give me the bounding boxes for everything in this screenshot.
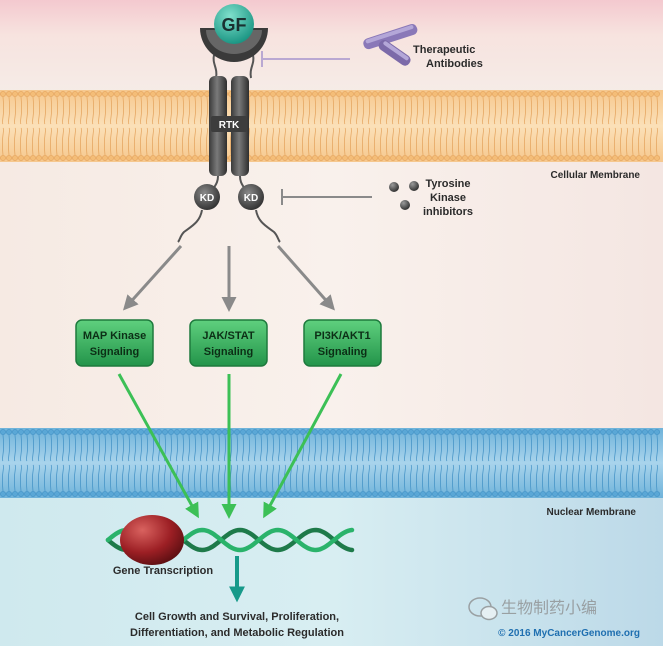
kinase-domain-right: KD	[238, 184, 264, 210]
antibody-inhibition-line	[261, 51, 350, 67]
rtk-receptor: RTK	[209, 54, 255, 193]
svg-text:KD: KD	[244, 193, 258, 204]
cellular-membrane	[0, 90, 663, 162]
green-arrow-pi3k-akt1	[263, 373, 343, 519]
arrow-to-map-kinase	[122, 244, 183, 311]
green-arrow-map-kinase	[117, 373, 199, 519]
kd-right-tail	[255, 209, 281, 243]
nuclear-membrane-label: Nuclear Membrane	[547, 507, 637, 518]
antibodies-label-line1: Therapeutic	[413, 44, 475, 56]
rtk-label: RTK	[219, 120, 240, 131]
svg-text:Signaling: Signaling	[318, 346, 368, 358]
svg-text:Signaling: Signaling	[90, 346, 140, 358]
arrow-to-pi3k-akt1	[276, 245, 335, 311]
kinase-domain-left: KD	[194, 184, 220, 210]
outcome-label-line1: Cell Growth and Survival, Proliferation,	[135, 611, 339, 623]
pathway-map-kinase: MAP Kinase Signaling	[75, 319, 154, 367]
antibodies-label-line2: Antibodies	[426, 58, 483, 70]
gf-ball	[214, 4, 254, 44]
pathway-pi3k-akt1: PI3K/AKT1 Signaling	[303, 319, 382, 367]
nucleus-background	[0, 495, 663, 646]
svg-text:PI3K/AKT1: PI3K/AKT1	[314, 330, 370, 342]
copyright-label: © 2016 MyCancerGenome.org	[498, 628, 640, 639]
svg-text:Signaling: Signaling	[204, 346, 254, 358]
gene-transcription-label: Gene Transcription	[113, 565, 214, 577]
polymerase-ball	[120, 515, 184, 565]
watermark-text: 生物制药小编	[501, 598, 597, 617]
outcome-label-line2: Differentiation, and Metabolic Regulatio…	[130, 627, 344, 639]
antibody-icon	[363, 23, 418, 66]
growth-factor: GF	[200, 4, 268, 62]
tki-label-line2: Kinase	[430, 192, 466, 204]
rtk-label-bg	[211, 116, 247, 132]
cellular-membrane-label: Cellular Membrane	[551, 170, 641, 181]
kd-left-tail	[177, 209, 203, 243]
nuclear-membrane	[0, 428, 663, 498]
tki-inhibition-line	[281, 189, 372, 205]
svg-text:KD: KD	[200, 193, 214, 204]
tki-label-line1: Tyrosine	[425, 178, 470, 190]
svg-text:JAK/STAT: JAK/STAT	[202, 330, 254, 342]
gf-label: GF	[222, 15, 247, 35]
tki-label-line3: inhibitors	[423, 206, 473, 218]
extracellular-background	[0, 0, 663, 100]
tki-molecules-icon	[389, 181, 419, 210]
wechat-watermark: 生物制药小编	[468, 597, 597, 621]
svg-text:MAP Kinase: MAP Kinase	[83, 330, 146, 342]
pathway-jak-stat: JAK/STAT Signaling	[189, 319, 268, 367]
